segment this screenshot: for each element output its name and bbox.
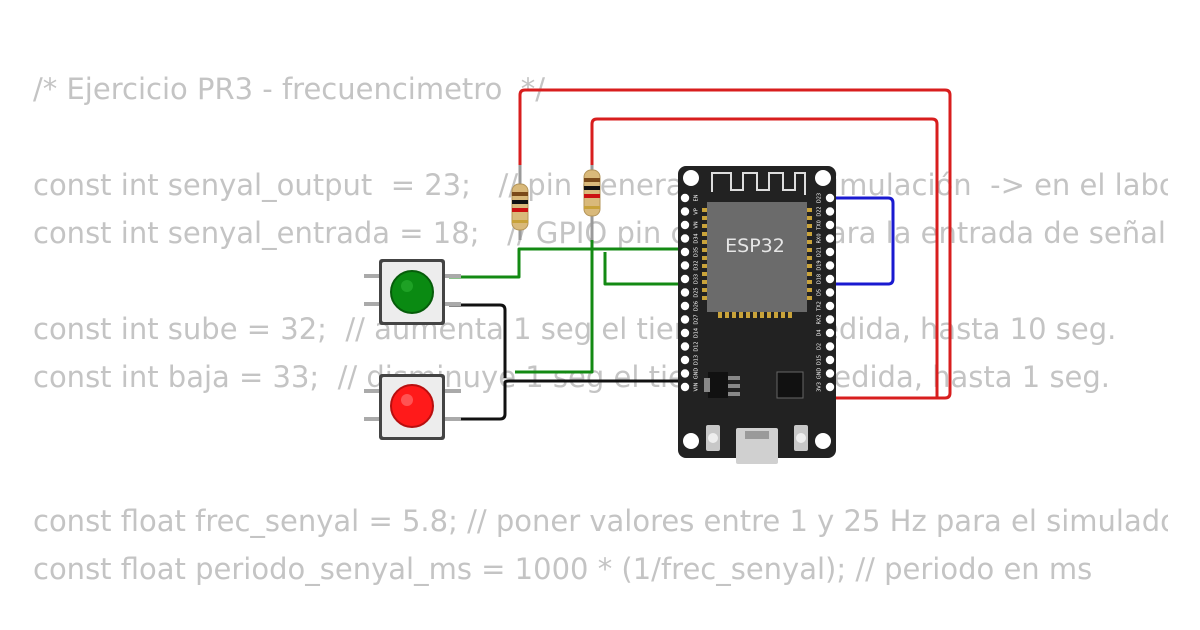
- right-pin-rx2[interactable]: [825, 315, 835, 324]
- left-pin-label-d32: D32: [694, 260, 700, 270]
- right-pin-d15[interactable]: [825, 355, 835, 365]
- right-pin-3v3[interactable]: [825, 382, 835, 392]
- code-line-senyal-entrada: const int senyal_entrada = 18; // GPIO p…: [33, 216, 1166, 250]
- esp32-module: [707, 202, 807, 312]
- right-pin-label-rx0: RX0: [817, 233, 823, 243]
- right-pin-d22[interactable]: [825, 207, 835, 216]
- right-pin-d19[interactable]: [825, 261, 835, 270]
- left-pin-d13[interactable]: [680, 355, 690, 365]
- right-pin-gnd[interactable]: [825, 369, 835, 378]
- right-pin-label-3v3: 3V3: [817, 382, 823, 392]
- code-line-frec-senyal: const float frec_senyal = 5.8; // poner …: [33, 504, 1168, 538]
- right-pin-label-tx0: TX0: [817, 220, 823, 231]
- right-pin-label-gnd: GND: [817, 368, 823, 380]
- resistor-1: [511, 165, 529, 240]
- wire-black-red-button: [449, 379, 685, 421]
- right-pin-label-d5: D5: [817, 289, 823, 296]
- wire-green-button-d32: [449, 247, 685, 279]
- right-pin-label-d4: D4: [817, 329, 823, 336]
- left-pin-label-d27: D27: [694, 314, 700, 324]
- left-pin-label-d33: D33: [694, 274, 700, 284]
- right-pin-label-d19: D19: [817, 260, 823, 270]
- wire-red-d23: [518, 88, 952, 400]
- right-pin-label-tx2: TX2: [817, 301, 823, 312]
- left-pin-d26[interactable]: [680, 301, 690, 311]
- left-pin-d12[interactable]: [680, 342, 690, 351]
- resistor-2: [583, 165, 601, 240]
- code-background: /* Ejercicio PR3 - frecuencimetro */ con…: [33, 72, 1168, 586]
- right-pin-label-d18: D18: [817, 274, 823, 284]
- boot-button: [706, 425, 720, 451]
- left-pin-label-d13: D13: [694, 355, 700, 365]
- left-pin-d25[interactable]: [680, 288, 690, 297]
- right-pin-tx2[interactable]: [825, 301, 835, 311]
- reset-button: [794, 425, 808, 451]
- pushbutton-red[interactable]: [364, 374, 461, 440]
- right-pin-d21[interactable]: [825, 247, 835, 257]
- left-pin-label-gnd: GND: [694, 368, 700, 380]
- left-pin-en[interactable]: [680, 193, 690, 203]
- left-pin-label-en: EN: [694, 194, 700, 201]
- right-pin-label-d22: D22: [817, 206, 823, 216]
- right-pin-rx0[interactable]: [825, 234, 835, 243]
- wires: [449, 88, 952, 421]
- right-pin-label-d21: D21: [817, 247, 823, 257]
- left-pin-label-vin: VIN: [694, 382, 700, 391]
- right-pin-label-d23: D23: [817, 193, 823, 203]
- voltage-regulator: [708, 372, 728, 398]
- left-pin-d35[interactable]: [680, 247, 690, 257]
- module-pads: [702, 208, 812, 318]
- right-pin-d18[interactable]: [825, 274, 835, 284]
- pushbutton-green[interactable]: [364, 259, 461, 325]
- code-line-sube: const int sube = 32; // aumenta 1 seg el…: [33, 312, 1117, 346]
- left-pin-vin[interactable]: [680, 382, 690, 392]
- wire-blue-d22-d18: [830, 196, 895, 286]
- left-pin-label-d12: D12: [694, 341, 700, 351]
- left-pin-vp[interactable]: [680, 207, 690, 216]
- right-pin-tx0[interactable]: [825, 220, 835, 230]
- esp32-label: ESP32: [725, 235, 785, 257]
- left-pin-d33[interactable]: [680, 274, 690, 284]
- antenna-trace: [711, 172, 806, 195]
- wire-green-d33: [515, 226, 594, 374]
- wire-red-3v3: [590, 117, 939, 398]
- left-pin-label-d34: D34: [694, 233, 700, 243]
- wire-green-d35: [603, 252, 685, 286]
- left-pin-label-d14: D14: [694, 328, 700, 338]
- left-pin-label-vp: VP: [694, 208, 700, 214]
- right-pin-d23[interactable]: [825, 193, 835, 203]
- usb-uart-chip: [776, 371, 804, 399]
- right-pin-d5[interactable]: [825, 288, 835, 297]
- left-pin-d34[interactable]: [680, 234, 690, 243]
- left-pin-vn[interactable]: [680, 220, 690, 230]
- wire-black-green-button: [449, 303, 507, 378]
- code-line-periodo: const float periodo_senyal_ms = 1000 * (…: [33, 552, 1093, 586]
- left-pin-label-vn: VN: [694, 221, 700, 228]
- right-pin-label-rx2: RX2: [817, 314, 823, 324]
- left-pin-d32[interactable]: [680, 261, 690, 270]
- left-pin-d27[interactable]: [680, 315, 690, 324]
- left-pin-label-d25: D25: [694, 287, 700, 297]
- esp32-board: ESP32 ENVPVND34D35D32D33D25D26D27D14D12D…: [678, 166, 836, 464]
- left-pin-label-d26: D26: [694, 301, 700, 311]
- right-pin-d4[interactable]: [825, 328, 835, 338]
- left-pin-label-d35: D35: [694, 247, 700, 257]
- right-pin-label-d15: D15: [817, 355, 823, 365]
- left-pin-d14[interactable]: [680, 328, 690, 338]
- right-pin-label-d2: D2: [817, 343, 823, 350]
- left-pin-gnd[interactable]: [680, 369, 690, 378]
- right-pin-d2[interactable]: [825, 342, 835, 351]
